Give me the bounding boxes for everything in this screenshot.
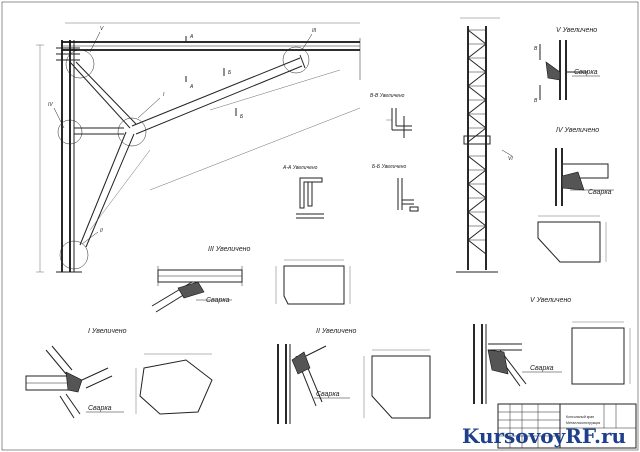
section-a-view: А-А Увеличено bbox=[282, 165, 324, 219]
title-block: Консольный кран Металлоконструкция bbox=[497, 403, 637, 449]
detail-circle-i bbox=[117, 117, 147, 147]
section-b-label: Б-Б Увеличено bbox=[372, 164, 406, 170]
main-crane-view: I II III IV V А А Б Б bbox=[36, 22, 361, 273]
node-label-iii: III bbox=[312, 28, 317, 34]
lattice-mast-view: VI bbox=[456, 17, 513, 273]
detail-v-bottom-view: V Увеличено Сварка bbox=[473, 297, 631, 404]
watermark-logo: KursovoyRF.ru bbox=[462, 424, 626, 448]
detail-circle-ii bbox=[59, 240, 89, 270]
detail-iv-weld-label: Сварка bbox=[588, 189, 612, 196]
detail-v-bottom-label: V Увеличено bbox=[530, 297, 571, 304]
lattice-diagonal bbox=[467, 155, 487, 171]
section-v-view: В-В Увеличено bbox=[370, 93, 412, 138]
detail-i-gusset-plate bbox=[139, 359, 213, 415]
lattice-diagonal bbox=[467, 57, 487, 73]
section-mark-a-top: А bbox=[189, 34, 194, 40]
detail-i-label: I Увеличено bbox=[88, 328, 127, 335]
detail-i-view: I Увеличено Сварка bbox=[25, 328, 213, 419]
detail-ii-weld-label: Сварка bbox=[316, 391, 340, 398]
section-mark-v-top: В bbox=[534, 46, 538, 52]
lattice-diagonal bbox=[467, 99, 487, 115]
lattice-diagonals bbox=[467, 29, 487, 255]
lattice-diagonal bbox=[467, 71, 487, 87]
detail-ii-gusset-plate bbox=[371, 355, 431, 419]
title-block-subtitle: Металлоконструкция bbox=[566, 421, 600, 425]
section-a-label: А-А Увеличено bbox=[282, 165, 318, 171]
section-v-label: В-В Увеличено bbox=[370, 93, 405, 99]
detail-iii-weld-label: Сварка bbox=[206, 297, 230, 304]
lattice-diagonal bbox=[467, 183, 487, 199]
column-weld-marks bbox=[56, 47, 80, 61]
mast-label: VI bbox=[508, 156, 513, 162]
detail-v-plate bbox=[571, 327, 625, 385]
section-mark-a-bottom: А bbox=[189, 84, 194, 90]
lattice-diagonal bbox=[467, 43, 487, 59]
detail-ii-label: II Увеличено bbox=[316, 328, 357, 335]
detail-iii-label: III Увеличено bbox=[208, 246, 250, 253]
lattice-diagonal bbox=[467, 169, 487, 185]
lattice-diagonal bbox=[467, 211, 487, 227]
detail-v-weld-label: Сварка bbox=[574, 69, 598, 76]
detail-i-weld-label: Сварка bbox=[88, 405, 112, 412]
detail-circle-iv bbox=[57, 119, 83, 145]
detail-iv-view: IV Увеличено Сварка bbox=[537, 127, 614, 263]
node-label-v: V bbox=[100, 26, 104, 32]
node-label-ii: II bbox=[100, 228, 103, 234]
lattice-diagonal bbox=[467, 113, 487, 129]
detail-circle-iii bbox=[282, 46, 310, 74]
detail-v-view: V Увеличено Сварка В В bbox=[534, 27, 600, 104]
lattice-diagonal bbox=[467, 29, 487, 45]
detail-iii-view: III Увеличено Сварка bbox=[151, 246, 351, 313]
section-b-view: Б-Б Увеличено bbox=[372, 164, 419, 212]
node-label-i: I bbox=[163, 92, 165, 98]
lattice-diagonal bbox=[467, 85, 487, 101]
detail-iii-gusset-plate bbox=[283, 265, 345, 305]
detail-v-bottom-weld-label: Сварка bbox=[530, 365, 554, 372]
detail-v-label: V Увеличено bbox=[556, 27, 597, 34]
lattice-diagonal bbox=[467, 197, 487, 213]
section-mark-v-bottom: В bbox=[534, 98, 538, 104]
node-label-iv: IV bbox=[48, 102, 53, 108]
detail-iv-gusset-plate bbox=[537, 221, 601, 263]
section-mark-b-top: Б bbox=[228, 70, 232, 76]
detail-iv-label: IV Увеличено bbox=[556, 127, 599, 134]
lattice-diagonal bbox=[467, 225, 487, 241]
lattice-diagonal bbox=[467, 127, 487, 143]
detail-ii-view: II Увеличено Сварка bbox=[277, 328, 431, 424]
detail-circle-v bbox=[65, 49, 95, 79]
title-block-title: Консольный кран bbox=[566, 415, 594, 419]
lattice-diagonal bbox=[467, 239, 487, 255]
section-mark-b-bottom: Б bbox=[240, 114, 244, 120]
